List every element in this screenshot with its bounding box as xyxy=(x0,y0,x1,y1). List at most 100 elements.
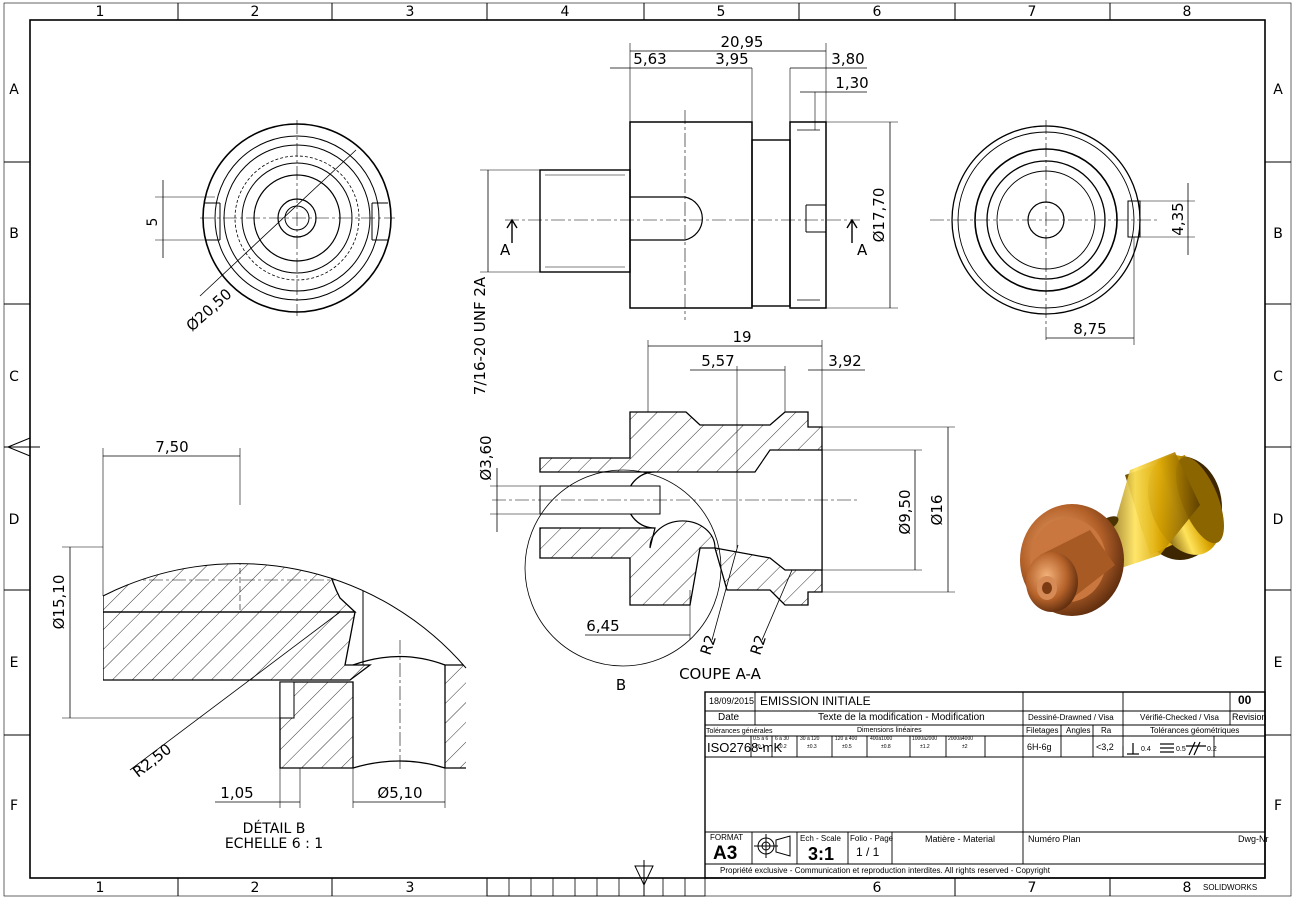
row-label-right: E xyxy=(1274,655,1283,671)
tb-copyright: Propriété exclusive - Communication et r… xyxy=(720,866,1050,875)
tb-thread-label: Filetages xyxy=(1026,726,1059,735)
row-label-right: D xyxy=(1273,512,1284,528)
col-label-top: 3 xyxy=(406,4,415,20)
dim-section-total: 19 xyxy=(732,328,751,346)
col-label-bottom: 6 xyxy=(873,880,882,896)
projection-symbol xyxy=(754,834,791,858)
tb-plan-label: Numéro Plan xyxy=(1028,834,1081,844)
tb-lin-tol: ±0.2 xyxy=(777,744,787,750)
row-label-left: F xyxy=(10,798,18,814)
dim-detail-diameter: Ø15,10 xyxy=(50,575,68,630)
tb-lin-tol: ±1.2 xyxy=(920,744,930,750)
tb-modification: EMISSION INITIALE xyxy=(760,694,871,708)
tb-geo-label: Tolérances géométriques xyxy=(1150,726,1240,735)
tb-scale-label: Ech - Scale xyxy=(800,834,841,843)
col-label-top: 5 xyxy=(717,4,726,20)
tb-date-value: 18/09/2015 xyxy=(709,696,755,706)
part-3d-render xyxy=(1020,452,1224,616)
left-end-view xyxy=(155,120,395,316)
dim-front-diameter: Ø17,70 xyxy=(870,188,888,243)
tb-geo-perp: 0.4 xyxy=(1141,746,1151,753)
tb-tol-gen-label: Tolérances générales xyxy=(706,728,773,735)
col-label-top: 6 xyxy=(873,4,882,20)
tb-software: SOLIDWORKS xyxy=(1203,883,1258,892)
row-label-left: C xyxy=(9,369,19,385)
col-label-bottom: 7 xyxy=(1028,880,1037,896)
dim-left-slot: 5 xyxy=(145,218,161,227)
dim-right-slot: 4,35 xyxy=(1169,202,1187,235)
tb-lin-range: 120 à 400 xyxy=(835,736,858,742)
tb-dwg-label: Dwg-Nr xyxy=(1238,834,1269,844)
tb-folio-value: 1 / 1 xyxy=(856,845,880,859)
detail-mark: B xyxy=(616,676,626,694)
dim-front-c: 3,80 xyxy=(831,50,864,68)
row-label-right: F xyxy=(1274,798,1282,814)
col-label-bottom: 1 xyxy=(96,880,105,896)
col-label-top: 7 xyxy=(1028,4,1037,20)
dim-section-inner: Ø9,50 xyxy=(896,489,914,534)
dim-front-total: 20,95 xyxy=(721,33,764,51)
row-label-right: B xyxy=(1273,226,1283,242)
row-label-right: C xyxy=(1273,369,1283,385)
tb-lin-range: 1000à2000 xyxy=(912,736,938,742)
dim-front-a: 5,63 xyxy=(633,50,666,68)
tb-material-label: Matière - Material xyxy=(925,834,996,844)
tb-geo-par: 0.2 xyxy=(1207,746,1217,753)
tb-folio-label: Folio - Page xyxy=(850,834,894,843)
dim-front-d: 1,30 xyxy=(835,74,868,92)
tb-ra-value: <3,2 xyxy=(1096,742,1114,752)
detail-title: DÉTAIL B xyxy=(243,820,306,837)
tb-lin-tol: ±0.8 xyxy=(881,744,891,750)
dim-detail-gap: 1,05 xyxy=(220,784,253,802)
tb-tol-gen-value: ISO2768-mK xyxy=(707,740,783,755)
dim-section-radius-1: R2 xyxy=(697,633,720,658)
row-label-left: A xyxy=(9,82,19,98)
tb-geo-sym: 0.5 xyxy=(1176,746,1186,753)
col-label-bottom: 3 xyxy=(406,880,415,896)
tb-angles-label: Angles xyxy=(1066,726,1091,735)
detail-scale: ECHELLE 6 : 1 xyxy=(225,836,323,852)
section-title: COUPE A-A xyxy=(679,665,762,683)
dim-left-diameter: Ø20,50 xyxy=(183,285,236,335)
tb-checked-label: Vérifié-Checked / Visa xyxy=(1140,713,1219,722)
tb-lin-range: 400à1000 xyxy=(870,736,893,742)
dim-section-bore: Ø3,60 xyxy=(477,435,495,480)
dim-section-a: 5,57 xyxy=(701,352,734,370)
tb-lin-tol: ±0.3 xyxy=(807,744,817,750)
row-label-left: D xyxy=(9,512,20,528)
tb-scale-value: 3:1 xyxy=(808,844,835,864)
dim-section-depth: 6,45 xyxy=(586,617,619,635)
tb-lin-label: Dimensions linéaires xyxy=(857,727,922,734)
tb-lin-range: 30 à 120 xyxy=(800,736,820,742)
dim-detail-a: 7,50 xyxy=(155,438,188,456)
tb-lin-tol: ±2 xyxy=(962,744,968,750)
centering-marks xyxy=(4,437,654,896)
dim-section-outer: Ø16 xyxy=(928,495,946,526)
front-view xyxy=(480,43,898,320)
col-label-bottom: 8 xyxy=(1183,880,1192,896)
col-label-top: 4 xyxy=(561,4,570,20)
right-end-view xyxy=(930,120,1195,345)
row-label-left: B xyxy=(9,226,19,242)
tb-revision-value: 00 xyxy=(1238,693,1252,707)
col-label-top: 8 xyxy=(1183,4,1192,20)
col-label-bottom: 2 xyxy=(251,880,260,896)
dim-right-offset: 8,75 xyxy=(1073,320,1106,338)
row-label-left: E xyxy=(10,655,19,671)
tb-thread-value: 6H-6g xyxy=(1027,742,1052,752)
tb-lin-range: 2000à4000 xyxy=(948,736,974,742)
row-label-right: A xyxy=(1273,82,1283,98)
tb-ra-label: Ra xyxy=(1101,726,1112,735)
tb-lin-range: 6 à 30 xyxy=(775,736,789,742)
dim-front-b: 3,95 xyxy=(715,50,748,68)
tb-lin-tol: ±0.5 xyxy=(842,744,852,750)
dim-section-radius-2: R2 xyxy=(747,633,770,658)
tb-drawn-label: Dessiné-Drawned / Visa xyxy=(1028,713,1114,722)
section-mark-left: A xyxy=(500,241,511,259)
section-view xyxy=(490,340,955,667)
dim-detail-bore: Ø5,10 xyxy=(377,784,422,802)
title-block-grid xyxy=(704,691,1266,879)
section-mark-right: A xyxy=(857,241,868,259)
dim-section-b: 3,92 xyxy=(828,352,861,370)
